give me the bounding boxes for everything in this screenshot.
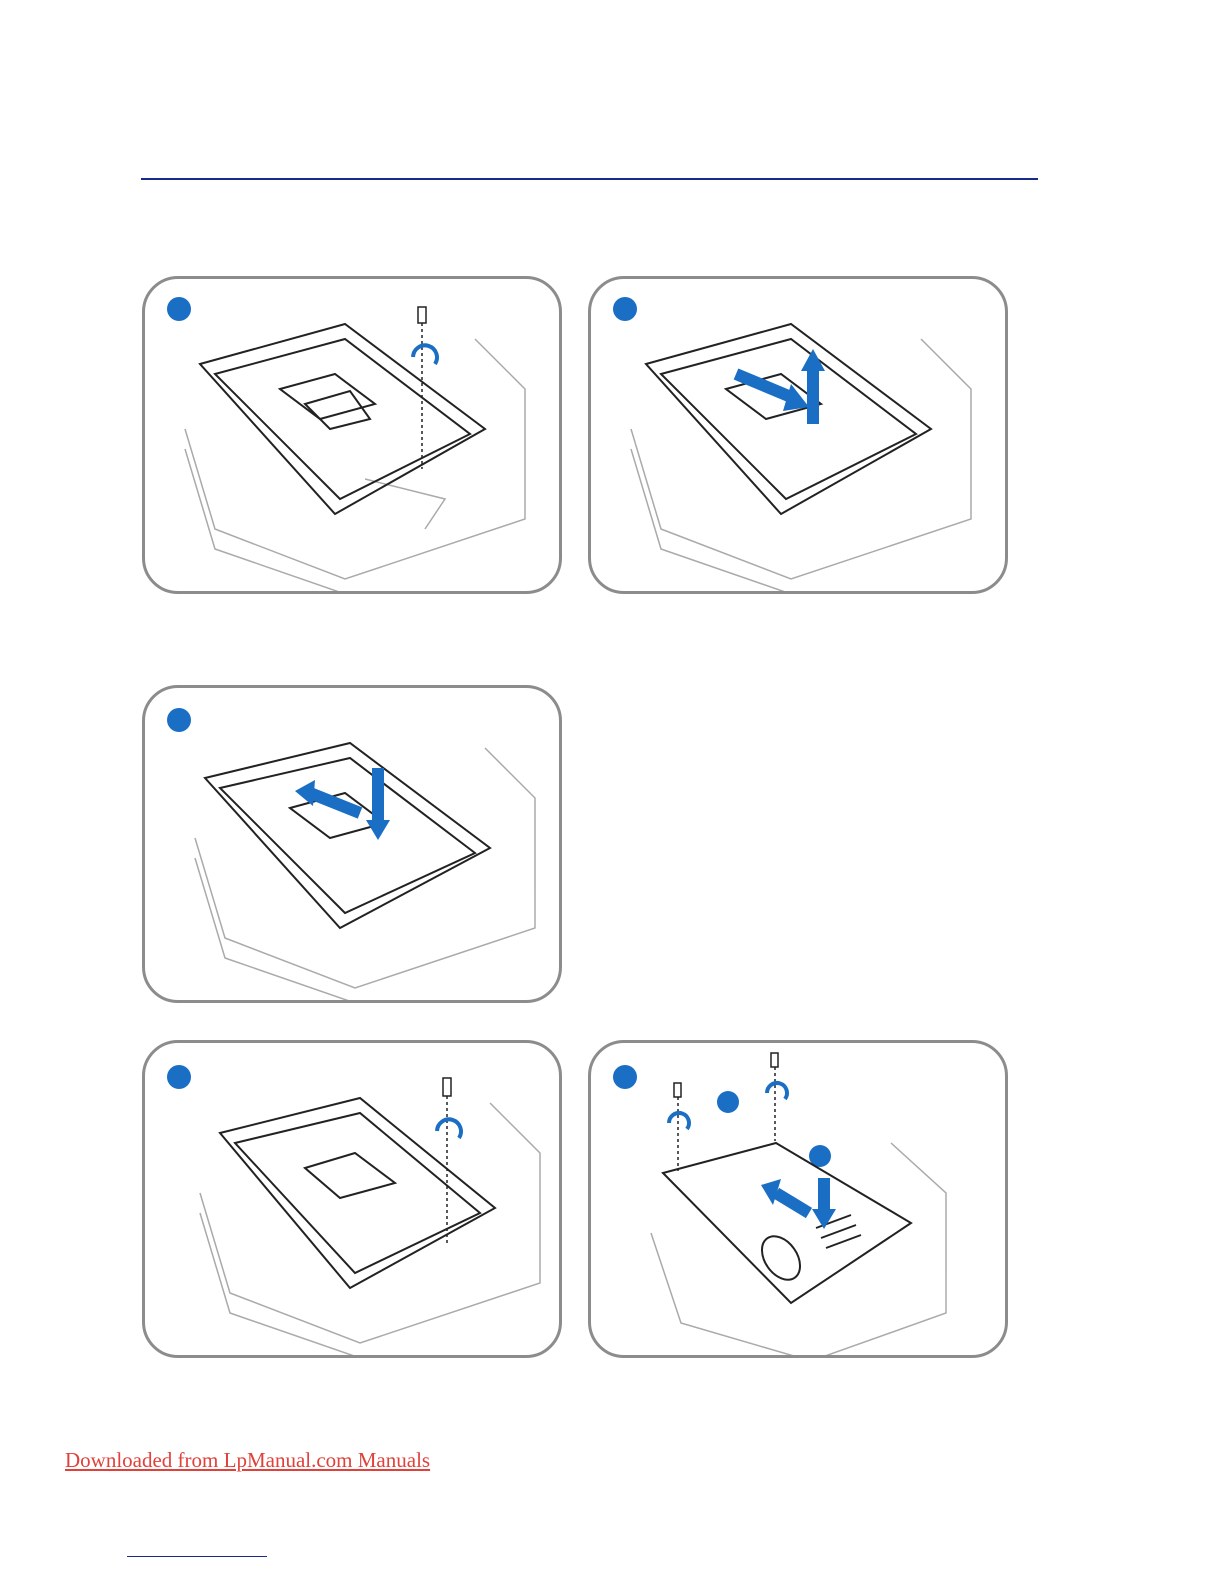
hdd-bay-drawing	[145, 279, 562, 594]
rotate-arrow-icon	[413, 345, 437, 364]
cover-drawing	[591, 1043, 1008, 1358]
illustration-remove-screw	[142, 276, 562, 594]
hdd-bay-drawing	[145, 1043, 562, 1358]
hdd-bay-drawing	[591, 279, 1008, 594]
illustration-replace-cover	[588, 1040, 1008, 1358]
rotate-arrow-icon	[669, 1113, 689, 1129]
footer-download-link[interactable]: Downloaded from LpManual.com Manuals	[65, 1448, 430, 1473]
screw-icon	[674, 1053, 778, 1171]
illustration-lift-drive	[588, 276, 1008, 594]
header-rule	[141, 178, 1038, 180]
illustration-replace-screw	[142, 1040, 562, 1358]
rotate-arrow-icon	[767, 1083, 787, 1099]
rotate-arrow-icon	[437, 1119, 461, 1138]
slide-arrow-icon	[776, 1193, 809, 1213]
illustration-insert-drive	[142, 685, 562, 1003]
slide-arrow-icon	[736, 374, 791, 397]
hdd-bay-drawing	[145, 688, 562, 1003]
footer-rule	[127, 1556, 267, 1557]
screw-icon	[443, 1078, 451, 1243]
